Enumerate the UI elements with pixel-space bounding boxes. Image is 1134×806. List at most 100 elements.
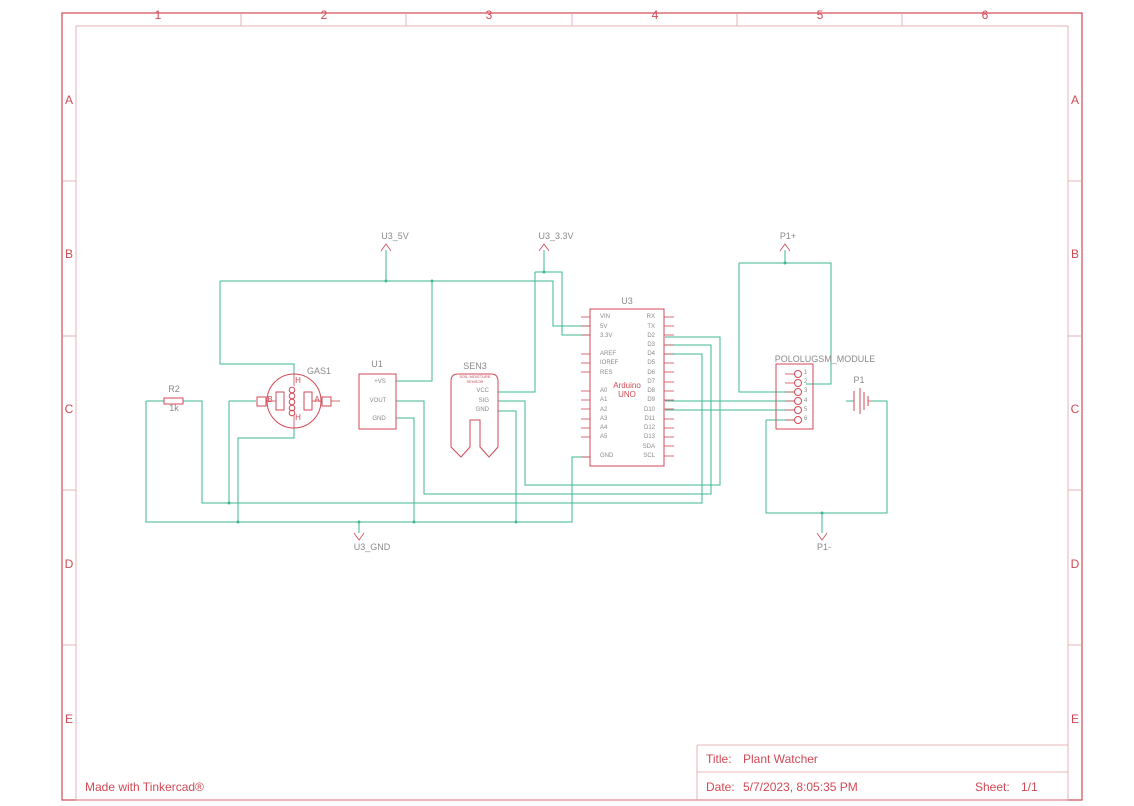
column-label: 1 (155, 8, 162, 22)
right-pin-stubs (664, 316, 674, 457)
pin-label: 5V (600, 324, 607, 330)
column-label: 4 (652, 8, 659, 22)
rail-label: U3_3.3V (538, 231, 573, 241)
pin-label: 6 (804, 416, 808, 422)
left-pin-stubs (581, 316, 590, 458)
pin-label: GND (600, 453, 614, 459)
row-label: E (1071, 712, 1079, 726)
row-label: D (65, 557, 74, 571)
sheet-title: Plant Watcher (743, 752, 818, 766)
pin-label: D8 (647, 388, 655, 394)
row-label: C (65, 402, 74, 416)
component-ref: GAS1 (307, 366, 331, 376)
gas-sensor-gas1: GAS1 H B A H (256, 366, 340, 429)
rail-label: U3_5V (381, 231, 409, 241)
pin-label: H (295, 376, 301, 385)
pin-label: D7 (647, 379, 655, 385)
pin-label: H (295, 413, 301, 422)
pin-label: D13 (644, 434, 656, 440)
row-label: A (65, 93, 73, 107)
rail-label: U3_GND (354, 542, 391, 552)
rail-u3-3v3: U3_3.3V (538, 231, 574, 252)
row-label: E (65, 712, 73, 726)
component-value: 1k (169, 403, 179, 413)
sensor-caption: SENSOR (467, 379, 484, 384)
pin-label: 3.3V (600, 333, 612, 339)
rail-u3-5v: U3_5V (380, 231, 409, 252)
pin-label: RX (647, 314, 655, 320)
component-ref: POLOLUGSM_MODULE (775, 354, 876, 364)
pin-label: +VS (374, 379, 386, 385)
pin-label: D3 (647, 342, 655, 348)
pin-label: B (267, 395, 272, 404)
pin-label: 1 (804, 370, 808, 376)
pin-label: TX (647, 324, 655, 330)
rail-label: P1- (817, 542, 831, 552)
rail-label: P1+ (780, 231, 796, 241)
sheet-date: 5/7/2023, 8:05:35 PM (743, 780, 858, 794)
pin-label: A1 (600, 397, 608, 403)
pin-label: D2 (647, 333, 655, 339)
sheet-number: 1/1 (1021, 780, 1038, 794)
pin-label: A (314, 395, 320, 404)
pin-label: D6 (647, 370, 655, 376)
pin-label: SIG (479, 398, 490, 404)
pin-label: D10 (644, 407, 656, 413)
rail-p1-plus: P1+ (779, 231, 796, 252)
resistor-r2: R2 1k (163, 384, 184, 413)
column-label: 2 (321, 8, 328, 22)
pin-label: VIN (600, 314, 610, 320)
pin-label: A5 (600, 434, 608, 440)
pin-label: A0 (600, 388, 608, 394)
pin-label: A3 (600, 416, 608, 422)
board-name: UNO (618, 390, 636, 399)
pin-label: D12 (644, 425, 656, 431)
pin-label: SCL (643, 453, 655, 459)
arduino-u3: U3 Arduino UNO (581, 296, 674, 467)
title-label: Title: (706, 752, 732, 766)
pin-label: VCC (476, 388, 489, 394)
pin-label: VOUT (370, 398, 387, 404)
component-ref: U1 (371, 359, 383, 369)
sheet-number-label: Sheet: (975, 780, 1010, 794)
component-ref: R2 (168, 384, 180, 394)
column-label: 6 (982, 8, 989, 22)
pin-label: IOREF (600, 360, 619, 366)
sensor-caption: SOIL MOISTURE (459, 374, 491, 379)
pin-label: 2 (804, 379, 808, 385)
component-ref: P1 (853, 375, 864, 385)
row-label: C (1071, 402, 1080, 416)
sheet-frame (61, 12, 1083, 801)
pin-label: GND (372, 416, 386, 422)
row-label: B (65, 247, 73, 261)
column-labels: 1 2 3 4 5 6 (155, 8, 989, 22)
pin-label: 4 (804, 398, 808, 404)
row-labels-right: A B C D E (1071, 93, 1080, 726)
pin-label: D9 (647, 397, 655, 403)
column-label: 3 (486, 8, 493, 22)
rail-u3-gnd: U3_GND (353, 532, 391, 552)
pin-label: D5 (647, 360, 655, 366)
row-label: B (1071, 247, 1079, 261)
gsm-module: POLOLUGSM_MODULE 1 2 3 4 5 6 (775, 354, 876, 430)
pin-label: A4 (600, 425, 608, 431)
row-label: D (1071, 557, 1080, 571)
pin-label: A2 (600, 407, 608, 413)
row-label: A (1071, 93, 1079, 107)
pin-label: GND (476, 407, 490, 413)
pin-label: D11 (644, 416, 655, 422)
pin-label: D4 (647, 351, 655, 357)
column-label: 5 (817, 8, 824, 22)
battery-p1: P1 (853, 375, 872, 414)
credit-text: Made with Tinkercad® (85, 780, 204, 794)
rail-p1-minus: P1- (816, 532, 831, 552)
board-name: Arduino (613, 381, 641, 390)
title-block: Title: Plant Watcher Date: 5/7/2023, 8:0… (696, 744, 1068, 800)
soil-sensor-sen3: SEN3 SOIL MOISTURE SENSOR VCC SIG GND (450, 361, 499, 458)
component-ref: SEN3 (463, 361, 487, 371)
sensor-u1: U1 +VS VOUT GND (358, 359, 397, 430)
row-labels-left: A B C D E (65, 93, 74, 726)
pin-label: AREF (600, 351, 616, 357)
date-label: Date: (706, 780, 735, 794)
